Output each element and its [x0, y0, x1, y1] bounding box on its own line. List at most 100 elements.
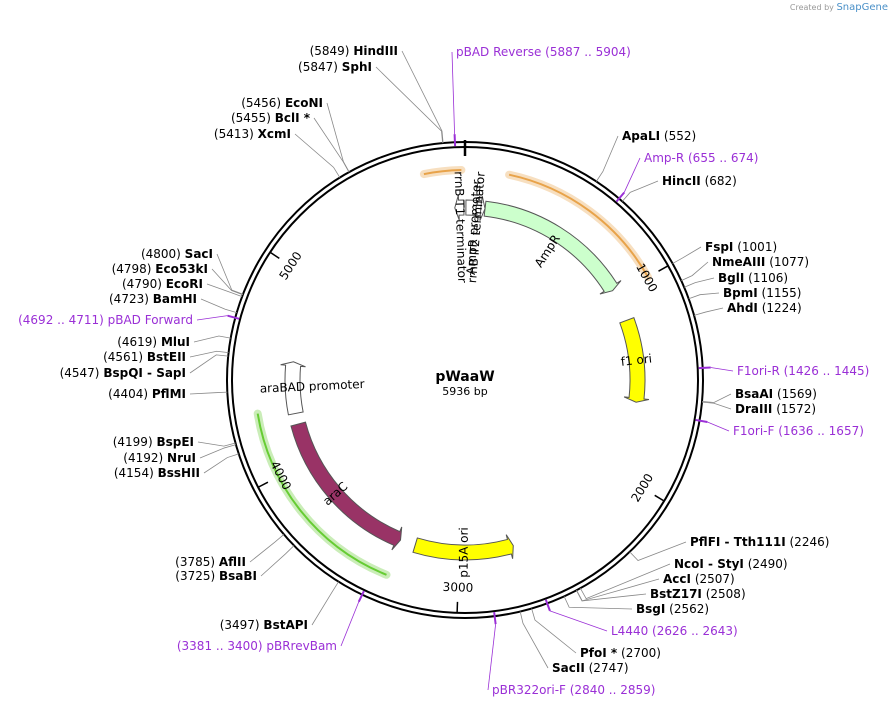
site-label-bpmi[interactable]: BpmI (1155): [723, 286, 801, 300]
site-leader-econi: [326, 102, 350, 173]
site-position: (4404): [108, 387, 148, 401]
site-label-econi[interactable]: (5456) EcoNI: [241, 96, 323, 110]
site-leader-nrui: [199, 444, 237, 459]
primer-label-f1ori-r[interactable]: F1ori-R (1426 .. 1445): [737, 364, 869, 378]
site-label-saci[interactable]: (4800) SacI: [141, 247, 213, 261]
primer-mark-f1ori-f: [695, 418, 708, 423]
feature-arac[interactable]: [290, 421, 403, 551]
site-leader-bspei: [197, 441, 236, 447]
site-name: EcoRI: [166, 277, 203, 291]
credit-prefix: Created by: [789, 3, 834, 12]
site-position: (1001): [737, 240, 777, 254]
site-name: BstZ17I: [650, 587, 702, 601]
feature-rrnb-t2-terminator[interactable]: [475, 195, 483, 221]
feature-arabad-promoter[interactable]: [280, 361, 306, 416]
site-name: BsaAI: [735, 387, 773, 401]
site-name: BspEI: [156, 435, 194, 449]
site-label-pfoi[interactable]: PfoI * (2700): [580, 646, 661, 660]
primer-label-amp-r[interactable]: Amp-R (655 .. 674): [644, 151, 758, 165]
site-leader-nmeaiii: [681, 261, 709, 281]
site-name: SphI: [342, 60, 372, 74]
site-label-bcli[interactable]: (5455) BclI *: [231, 111, 311, 125]
feature-rrnb-t1-terminator[interactable]: [454, 194, 465, 221]
site-label-nmeaiii[interactable]: NmeAIII (1077): [712, 255, 809, 269]
feature-ampr[interactable]: [483, 200, 622, 295]
site-label-bspei[interactable]: (4199) BspEI: [113, 435, 194, 449]
site-label-bsteii[interactable]: (4561) BstEII: [103, 350, 186, 364]
site-position: (4547): [60, 366, 100, 380]
site-position: (1569): [777, 387, 817, 401]
site-label-bsshii[interactable]: (4154) BssHII: [114, 466, 200, 480]
highlight-line-0: [423, 169, 462, 176]
site-name: XcmI: [258, 127, 291, 141]
site-label-draiii[interactable]: DraIII (1572): [735, 402, 816, 416]
primer-label-f1ori-f[interactable]: F1ori-F (1636 .. 1657): [733, 424, 864, 438]
primer-leader-amp-r: [623, 157, 641, 193]
highlight-line-1: [508, 173, 649, 278]
site-leader-hindiii: [401, 50, 444, 144]
site-label-sacii[interactable]: SacII (2747): [552, 661, 629, 675]
site-leader-ecori: [206, 283, 243, 298]
site-position: (4154): [114, 466, 154, 480]
highlight-arc-2: [253, 409, 391, 579]
site-label-sphi[interactable]: (5847) SphI: [298, 60, 372, 74]
site-name: BpmI: [723, 286, 758, 300]
site-leader-hincii: [621, 180, 659, 202]
site-label-bsabi[interactable]: (3725) BsaBI: [175, 569, 257, 583]
tick-label-1000: 1000: [633, 261, 660, 294]
primer-label-pbr322ori-f[interactable]: pBR322ori-F (2840 .. 2859): [492, 683, 655, 697]
site-label-mlui[interactable]: (4619) MluI: [117, 335, 190, 349]
site-leader-saci: [216, 253, 244, 295]
site-label-bspqi-sapi[interactable]: (4547) BspQI - SapI: [60, 366, 186, 380]
site-leader-bgli: [684, 277, 715, 288]
site-name: FspI: [705, 240, 733, 254]
site-label-fspi[interactable]: FspI (1001): [705, 240, 777, 254]
site-label-ahdi[interactable]: AhdI (1224): [727, 301, 802, 315]
site-label-eco53ki[interactable]: (4798) Eco53kI: [112, 262, 208, 276]
primer-mark-l4440: [544, 599, 551, 612]
primer-label-pbad-forward[interactable]: (4692 .. 4711) pBAD Forward: [18, 313, 193, 327]
feature-p15a-ori[interactable]: [412, 534, 514, 561]
site-label-bsgi[interactable]: BsgI (2562): [636, 602, 709, 616]
site-position: (2700): [621, 646, 661, 660]
site-label-acci[interactable]: AccI (2507): [663, 572, 735, 586]
site-label-aflii[interactable]: (3785) AflII: [175, 555, 246, 569]
primer-label-pbad-reverse[interactable]: pBAD Reverse (5887 .. 5904): [456, 45, 631, 59]
site-label-bstapi[interactable]: (3497) BstAPI: [220, 618, 308, 632]
feature-label-p15a-ori: p15A ori: [457, 527, 471, 578]
site-position: (1106): [748, 271, 788, 285]
site-label-xcmi[interactable]: (5413) XcmI: [214, 127, 291, 141]
feature-f1-ori[interactable]: [619, 317, 650, 403]
site-name: DraIII: [735, 402, 772, 416]
site-name: PflFI - Tth111I: [690, 535, 786, 549]
site-label-pflfi-tth111i[interactable]: PflFI - Tth111I (2246): [690, 535, 829, 549]
site-label-bamhi[interactable]: (4723) BamHI: [109, 292, 197, 306]
site-leader-mlui: [193, 335, 231, 343]
site-position: (5413): [214, 127, 254, 141]
site-position: (3725): [175, 569, 215, 583]
primer-label-l4440[interactable]: L4440 (2626 .. 2643): [611, 624, 738, 638]
site-label-apali[interactable]: ApaLI (552): [622, 129, 696, 143]
site-name: AccI: [663, 572, 691, 586]
site-position: (2747): [589, 661, 629, 675]
site-label-ncoi-styi[interactable]: NcoI - StyI (2490): [674, 557, 788, 571]
site-name: Eco53kI: [155, 262, 208, 276]
site-label-hincii[interactable]: HincII (682): [662, 174, 737, 188]
site-label-bgli[interactable]: BglI (1106): [718, 271, 788, 285]
primer-leader-l4440: [549, 610, 608, 632]
site-leader-bstapi: [311, 581, 339, 626]
primer-label-pbrrevbam[interactable]: (3381 .. 3400) pBRrevBam: [177, 639, 337, 653]
tick-label-5000: 5000: [276, 249, 304, 282]
site-label-hindiii[interactable]: (5849) HindIII: [310, 44, 398, 58]
site-label-pflmi[interactable]: (4404) PflMI: [108, 387, 186, 401]
site-label-bsaai[interactable]: BsaAI (1569): [735, 387, 817, 401]
site-name: HindIII: [353, 44, 398, 58]
primer-leader-pbad-forward: [196, 315, 228, 321]
site-position: (1572): [776, 402, 816, 416]
site-label-ecori[interactable]: (4790) EcoRI: [122, 277, 203, 291]
primer-mark-amp-r: [615, 191, 625, 203]
site-leader-bcli: [313, 117, 350, 173]
site-label-nrui[interactable]: (4192) NruI: [123, 451, 196, 465]
site-name: AhdI: [727, 301, 758, 315]
site-label-bstz17i[interactable]: BstZ17I (2508): [650, 587, 746, 601]
